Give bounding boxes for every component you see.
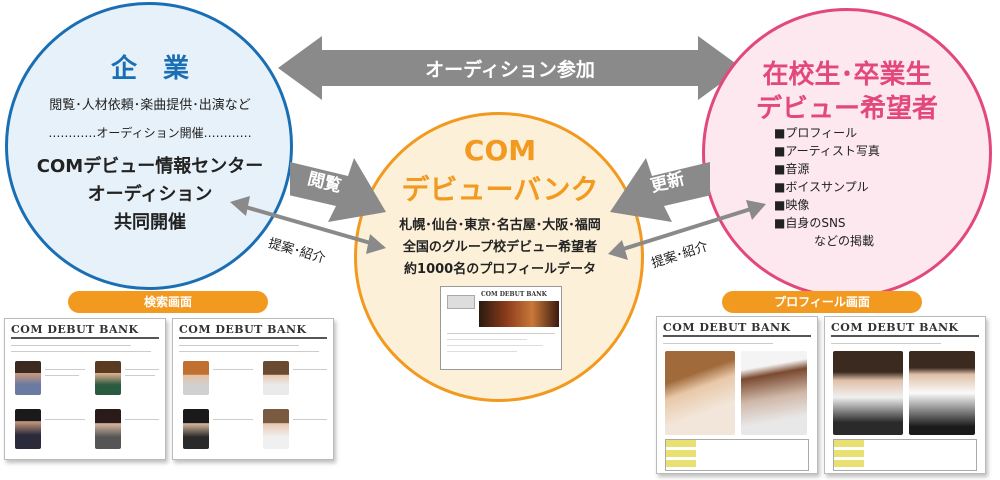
debut-bank-profiles: 約1000名のプロフィールデータ [404, 262, 596, 277]
company-circle [5, 2, 293, 290]
profile-table [833, 439, 977, 471]
profile-photo [183, 361, 209, 395]
profile-photo-large [741, 351, 807, 435]
profile-screen-tag: プロフィール画面 [722, 291, 922, 313]
search-screen-tag: 検索画面 [68, 291, 268, 313]
company-activities: 閲覧･人材依頼･楽曲提供･出演など [49, 98, 251, 113]
student-item-voice-sample: ■ボイスサンプル [774, 180, 869, 194]
audition-arrow [278, 36, 742, 100]
thumbnail-banner [479, 301, 559, 327]
profile-photo [95, 361, 121, 395]
profile-screen-mock-2: COM DEBUT BANK [824, 316, 986, 474]
mock-header: COM DEBUT BANK [663, 321, 791, 334]
profile-photo [263, 409, 289, 449]
browse-arrow [290, 158, 386, 222]
audition-arrow-label: オーディション参加 [425, 59, 595, 81]
company-title: 企 業 [110, 54, 189, 84]
propose-arrow-left [230, 196, 386, 254]
debut-bank-title-2: デビューバンク [401, 173, 599, 206]
search-screen-mock-1: COM DEBUT BANK [4, 318, 166, 460]
student-item-video: ■映像 [774, 198, 810, 212]
mock-header: COM DEBUT BANK [11, 323, 139, 336]
company-audition: オーディション [87, 184, 213, 205]
company-joint: 共同開催 [114, 212, 186, 233]
profile-photo-large [909, 351, 975, 435]
student-circle [702, 8, 992, 298]
student-item-artist-photo: ■アーティスト写真 [774, 144, 880, 158]
debut-bank-title-1: COM [463, 134, 537, 167]
company-audition-note: …………オーディション開催………… [48, 126, 252, 140]
student-item-tail: などの掲載 [814, 234, 875, 248]
profile-table [665, 439, 809, 471]
profile-screen-mock-1: COM DEBUT BANK [656, 316, 818, 474]
profile-photo-large [833, 351, 903, 435]
student-item-sound: ■音源 [774, 162, 810, 176]
student-item-sns: ■自身のSNS [774, 216, 846, 230]
student-title-1: 在校生･卒業生 [762, 60, 932, 90]
student-list: ■プロフィール ■アーティスト写真 ■音源 ■ボイスサンプル ■映像 ■自身のS… [774, 124, 974, 250]
profile-photo [15, 361, 41, 395]
profile-photo-large [665, 351, 735, 435]
profile-photo [263, 361, 289, 395]
debut-bank-cities: 札幌･仙台･東京･名古屋･大阪･福岡 [399, 218, 601, 233]
mock-header: COM DEBUT BANK [179, 323, 307, 336]
profile-photo [15, 409, 41, 449]
mock-header: COM DEBUT BANK [831, 321, 959, 334]
student-item-profile: ■プロフィール [774, 126, 858, 140]
debut-bank-applicants: 全国のグループ校デビュー希望者 [402, 240, 598, 255]
debut-bank-thumbnail: COM DEBUT BANK [440, 286, 562, 370]
update-arrow [610, 158, 710, 222]
profile-photo [183, 409, 209, 449]
propose-arrow-right [608, 200, 766, 260]
thumbnail-logo: COM DEBUT BANK [481, 291, 547, 298]
company-info-center: COMデビュー情報センター [36, 156, 264, 177]
search-screen-mock-2: COM DEBUT BANK [172, 318, 334, 460]
student-title-2: デビュー希望者 [755, 94, 938, 124]
profile-photo [95, 409, 121, 449]
